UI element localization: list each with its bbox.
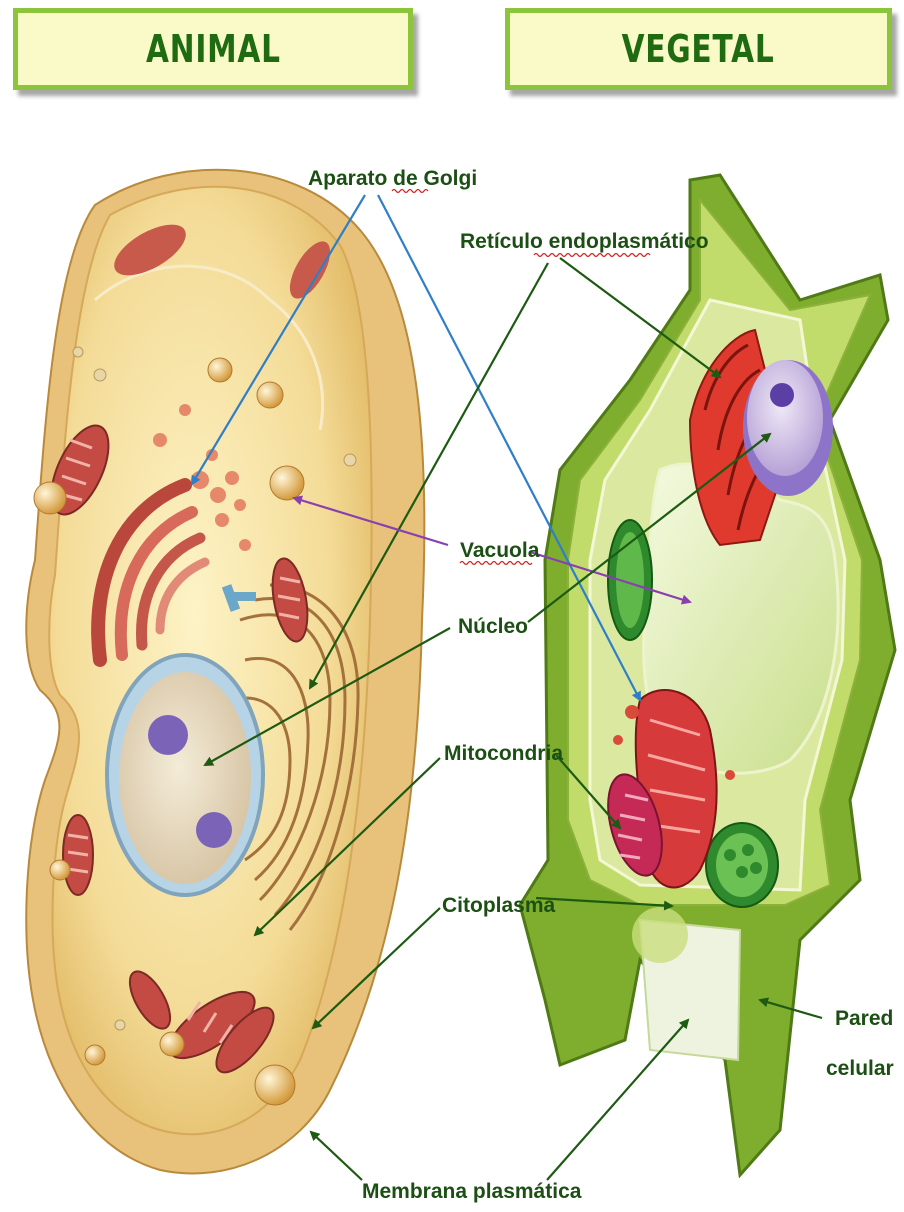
label-mitocondria: Mitocondria [444, 742, 563, 765]
arrow-membrana-animal [311, 1132, 362, 1180]
label-vacuola: Vacuola [460, 539, 540, 562]
animal-cell [26, 170, 424, 1174]
label-citoplasma: Citoplasma [442, 894, 556, 917]
label-reticulo: Retículo endoplasmático [460, 230, 709, 253]
plant-nucleus [743, 360, 833, 496]
label-celular: celular [826, 1057, 894, 1080]
label-pared: Pared [835, 1007, 893, 1030]
animal-nucleus [107, 655, 263, 895]
label-nucleo: Núcleo [458, 615, 528, 638]
label-membrana: Membrana plasmática [362, 1180, 582, 1203]
label-golgi: Aparato de Golgi [308, 167, 477, 190]
